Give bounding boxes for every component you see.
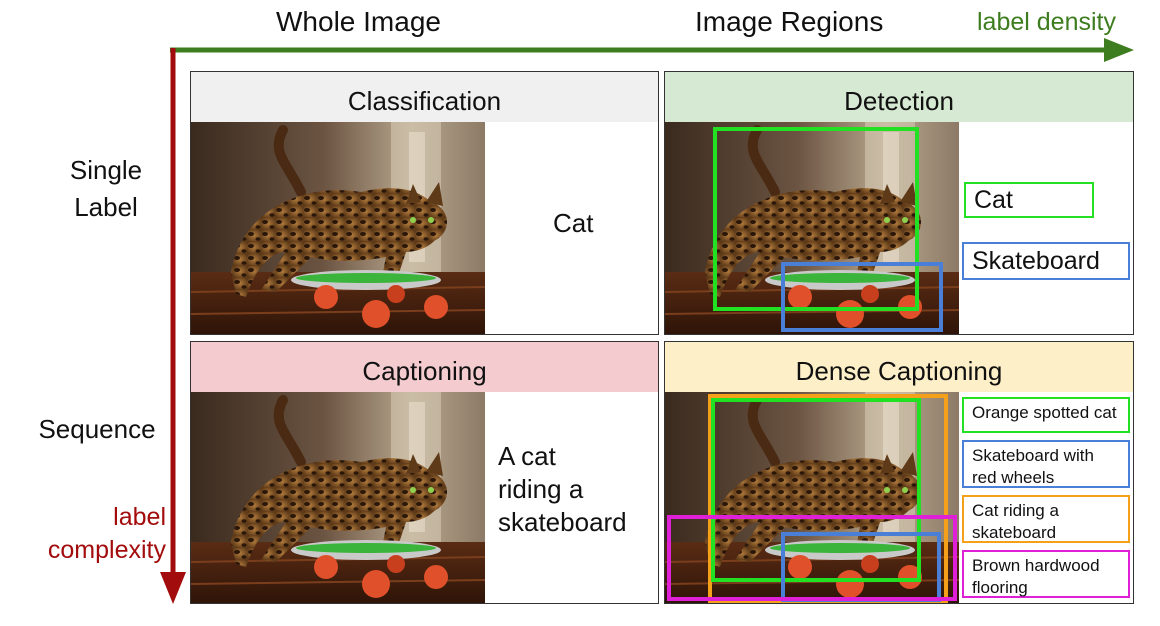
classification-answer: Cat xyxy=(553,208,594,238)
column-header-image-regions: Image Regions xyxy=(695,6,884,37)
panel-detection: Detection Cat Skateboard xyxy=(664,71,1134,335)
dense-label-brown-hardwood-flooring: Brown hardwood flooring xyxy=(962,550,1130,598)
panel-captioning: Captioning A cat riding a skateboard xyxy=(190,341,659,604)
dense-label-orange-spotted-cat: Orange spotted cat xyxy=(962,397,1130,433)
panel-title: Dense Captioning xyxy=(665,342,1133,392)
skateboard-detection-label: Skateboard xyxy=(962,242,1130,280)
column-header-whole-image: Whole Image xyxy=(276,6,441,37)
skateboard-bounding-box xyxy=(781,262,943,332)
label-density-axis-label: label density xyxy=(977,8,1116,36)
panel-title: Captioning xyxy=(191,342,658,392)
row-label-line: Label xyxy=(74,192,138,222)
panel-dense-captioning: Dense Captioning Orange spotted cat Skat… xyxy=(664,341,1134,604)
dense-label-skateboard-red-wheels: Skateboard with red wheels xyxy=(962,440,1130,488)
label-complexity-axis-label: label complexity xyxy=(48,501,166,567)
axis-label-line: label xyxy=(113,503,166,531)
caption-line: A cat xyxy=(498,441,556,471)
panel-classification: Classification Cat xyxy=(190,71,659,335)
cat-on-skateboard-photo xyxy=(191,122,485,334)
dense-label-cat-riding-skateboard: Cat riding a skateboard xyxy=(962,495,1130,543)
panel-title: Detection xyxy=(665,72,1133,122)
caption-line: skateboard xyxy=(498,507,627,537)
cat-on-skateboard-photo xyxy=(191,392,485,604)
panel-title: Classification xyxy=(191,72,658,122)
row-label-single-label: Single Label xyxy=(44,152,168,226)
brown-hardwood-flooring-box xyxy=(667,515,957,601)
row-label-sequence: Sequence xyxy=(38,414,156,444)
caption-line: riding a xyxy=(498,474,584,504)
label-complexity-arrowhead xyxy=(160,572,186,604)
cat-detection-label: Cat xyxy=(964,182,1094,218)
caption-text: A cat riding a skateboard xyxy=(498,440,627,539)
label-density-arrowhead xyxy=(1104,38,1134,62)
orange-spotted-cat-box xyxy=(711,398,921,582)
axis-label-line: complexity xyxy=(47,536,166,564)
row-label-line: Single xyxy=(69,155,143,185)
cat-bounding-box xyxy=(713,127,919,311)
